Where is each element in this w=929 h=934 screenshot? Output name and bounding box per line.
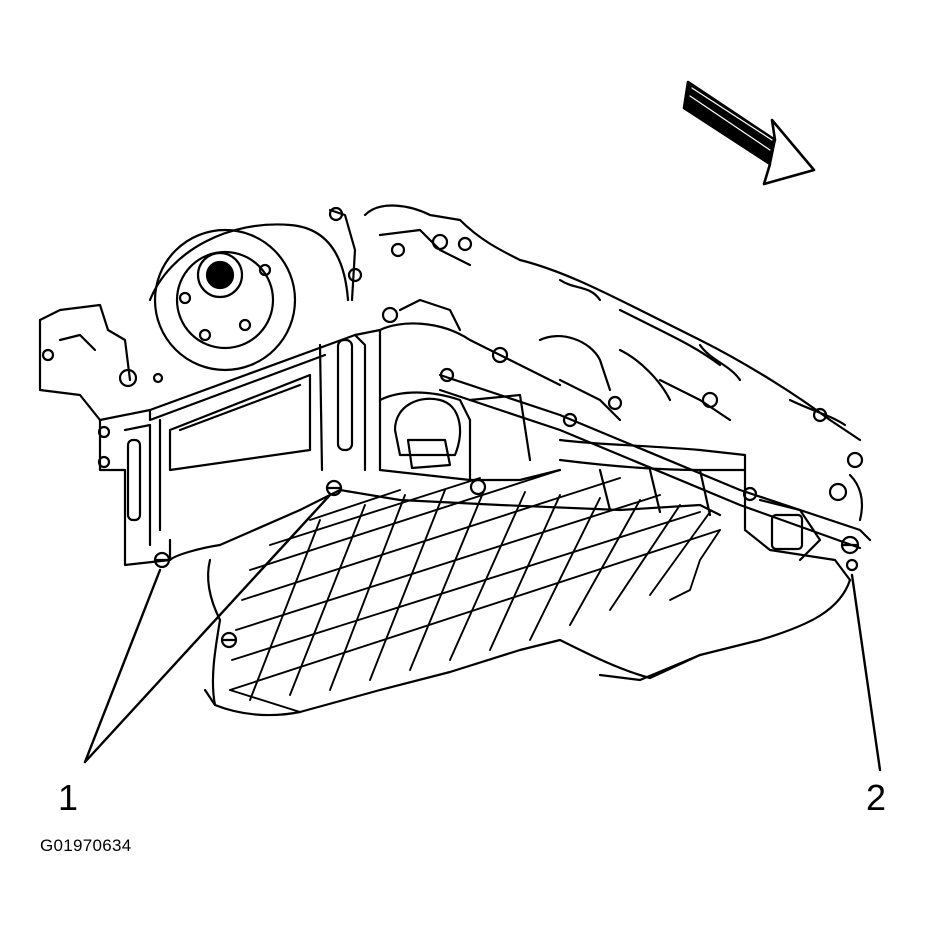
transmission-flange — [97, 328, 382, 567]
oil-pan-grid — [229, 469, 721, 713]
bolt-icon — [153, 367, 860, 649]
engine-block — [38, 204, 864, 469]
center-housing — [378, 298, 732, 482]
figure-id: G01970634 — [40, 836, 132, 855]
callout-number-1: 1 — [58, 777, 79, 818]
oil-pan — [168, 488, 722, 717]
callout-leader-lines — [83, 493, 882, 772]
callout-number-2: 2 — [866, 777, 887, 818]
direction-arrow-icon — [682, 80, 816, 186]
pan-side-rail — [438, 373, 872, 682]
